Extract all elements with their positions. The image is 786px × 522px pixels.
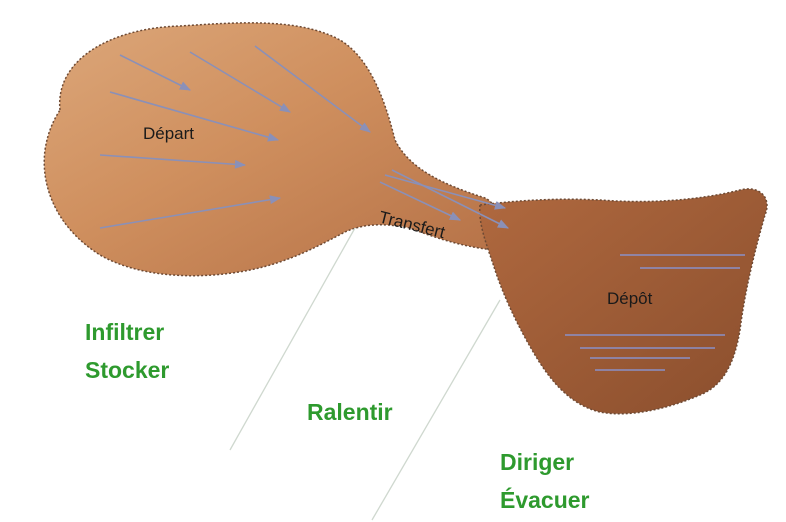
diriger-label: Diriger (500, 449, 574, 475)
stocker-label: Stocker (85, 357, 169, 383)
guide-lines (230, 228, 500, 520)
evacuer-label: Évacuer (500, 486, 590, 513)
ralentir-label: Ralentir (307, 399, 393, 425)
depart-label: Départ (143, 124, 194, 143)
depot-label: Dépôt (607, 289, 653, 308)
infiltrer-label: Infiltrer (85, 319, 164, 345)
